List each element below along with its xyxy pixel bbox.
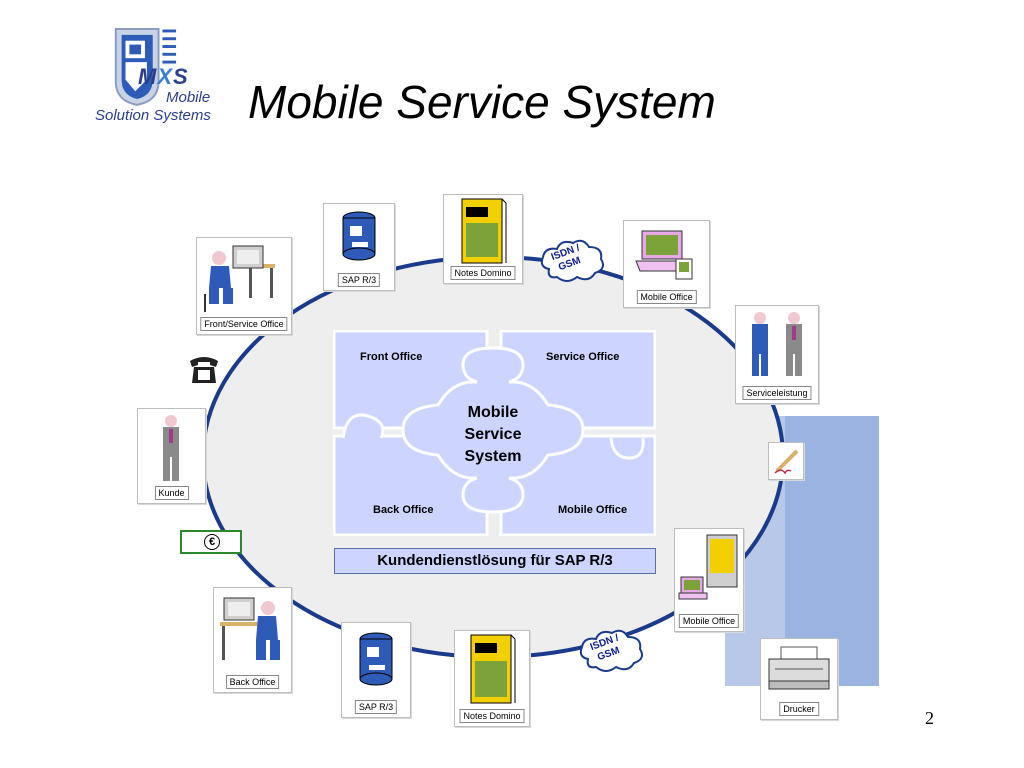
office-workstation-icon — [204, 245, 275, 312]
node-mobile-office-bottom: Mobile Office — [674, 528, 744, 632]
telephone-icon — [190, 357, 218, 383]
node-label: Mobile Office — [678, 614, 740, 628]
pda-device-icon — [678, 534, 738, 600]
node-label: Notes Domino — [459, 709, 525, 723]
database-icon — [359, 632, 393, 686]
puzzle-label-back-office: Back Office — [373, 504, 434, 516]
service-technicians-icon — [752, 312, 802, 376]
node-label: Drucker — [779, 702, 819, 716]
node-label: SAP R/3 — [337, 273, 381, 287]
logo-brand: MXS — [138, 64, 189, 89]
database-icon — [342, 211, 376, 261]
node-label: Serviceleistung — [742, 386, 812, 400]
euro-symbol: € — [204, 534, 220, 550]
node-kunde: Kunde — [137, 408, 206, 504]
node-label: Front/Service Office — [200, 317, 288, 331]
office-workstation-icon — [220, 597, 280, 660]
page-number: 2 — [925, 708, 934, 728]
node-label: Kunde — [154, 486, 189, 500]
laptop-icon — [635, 230, 693, 280]
puzzle-label-mobile-office: Mobile Office — [558, 504, 628, 516]
node-label: Mobile Office — [636, 290, 697, 304]
lotus-notes-box-icon — [470, 634, 516, 704]
puzzle-center-piece — [401, 346, 585, 514]
puzzle-label-service-office: Service Office — [546, 351, 620, 363]
lotus-notes-box-icon — [461, 198, 507, 264]
node-front-service-office: Front/Service Office — [196, 237, 292, 335]
node-signature — [768, 442, 804, 480]
mxs-logo-icon — [114, 28, 177, 106]
puzzle-knob-right — [609, 437, 645, 460]
node-label: Notes Domino — [450, 266, 516, 280]
node-mobile-office-top: Mobile Office — [623, 220, 710, 308]
network-cloud-bottom: ISDN /GSM — [576, 627, 646, 675]
node-serviceleistung: Serviceleistung — [735, 305, 819, 404]
page-title: Mobile Service System — [248, 76, 716, 128]
node-notes-bottom: Notes Domino — [454, 630, 530, 727]
solution-banner: Kundendienstlösung für SAP R/3 — [334, 548, 656, 574]
cloud-icon — [579, 629, 643, 672]
node-sap-bottom: SAP R/3 — [341, 622, 411, 718]
node-back-office: Back Office — [213, 587, 292, 693]
network-cloud-top: ISDN /GSM — [537, 237, 607, 285]
logo-line-mobile: Mobile — [166, 89, 211, 106]
node-sap-top: SAP R/3 — [323, 203, 395, 291]
puzzle-knob-left — [341, 413, 385, 439]
logo-line-solution-systems: Solution Systems — [95, 107, 211, 124]
node-label: Back Office — [225, 675, 280, 689]
puzzle-graphic — [333, 330, 656, 536]
puzzle-label-front-office: Front Office — [360, 351, 423, 363]
euro-banknote-icon: € — [180, 530, 242, 554]
node-drucker: Drucker — [760, 638, 838, 720]
pen-icon — [774, 449, 799, 475]
puzzle-center-label: Mobile Service System — [464, 404, 522, 465]
customer-person-icon — [163, 415, 179, 481]
printer-icon — [768, 646, 830, 690]
cloud-icon — [540, 239, 604, 282]
node-label: SAP R/3 — [354, 700, 398, 714]
node-notes-top: Notes Domino — [443, 194, 523, 284]
